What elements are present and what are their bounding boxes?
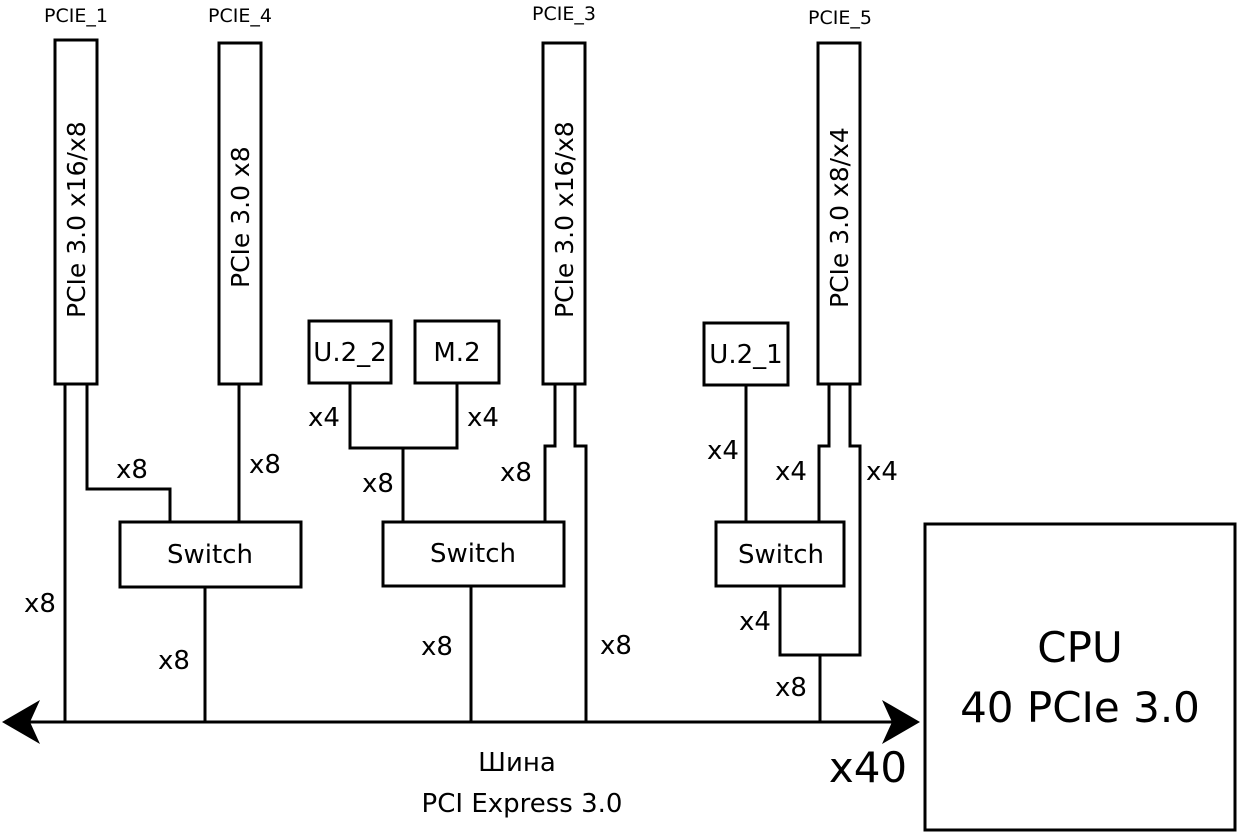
- link-pcie3-switch2: [543, 384, 557, 522]
- switch-3-label: Switch: [738, 540, 824, 570]
- slot-pcie-4-title: PCIE_4: [208, 5, 272, 27]
- slot-pcie-1: [53, 38, 99, 386]
- cpu-lanes: 40 PCIe 3.0: [960, 683, 1200, 732]
- link-u22-m2: [348, 383, 459, 450]
- link-pcie1-switch1: [85, 384, 172, 522]
- switch-1: [118, 520, 303, 589]
- lane-label-switch2-bus: x8: [421, 632, 453, 662]
- lane-label-pcie4-switch: x8: [249, 450, 281, 480]
- cpu-title: CPU: [1037, 623, 1122, 672]
- link-pcie5-junction: [778, 384, 862, 657]
- lane-label-pcie1-bus: x8: [24, 589, 56, 619]
- slot-pcie-3-title: PCIE_3: [532, 3, 596, 25]
- link-pcie5-switch3: [817, 384, 831, 522]
- slot-pcie-5: [816, 41, 862, 386]
- slot-pcie-5-title: PCIE_5: [808, 7, 872, 29]
- device-u2-1-label: U.2_1: [709, 340, 782, 370]
- slot-pcie-1-title: PCIE_1: [44, 5, 108, 27]
- lane-label-switch3-junction: x4: [739, 607, 771, 637]
- lane-label-junction-bus: x8: [775, 673, 807, 703]
- lane-label-pcie5-switch3: x4: [775, 457, 807, 487]
- slot-pcie-5-spec: PCIe 3.0 x8/x4: [825, 127, 854, 308]
- slot-pcie-3-spec: PCIe 3.0 x16/x8: [550, 121, 579, 318]
- lane-label-pcie1-switch: x8: [116, 455, 148, 485]
- lane-label-pcie5-junction: x4: [866, 457, 898, 487]
- device-m2: [413, 319, 501, 385]
- switch-1-label: Switch: [167, 540, 253, 570]
- slot-pcie-4-spec: PCIe 3.0 x8: [226, 146, 255, 288]
- slot-pcie-1-spec: PCIe 3.0 x16/x8: [62, 121, 91, 318]
- bus-arrow-left: [2, 700, 40, 744]
- lane-label-pcie3-bus: x8: [600, 631, 632, 661]
- lane-label-devices-switch2: x8: [362, 469, 394, 499]
- bus-arrow-right: [882, 700, 920, 744]
- bus-caption-line2: PCI Express 3.0: [422, 789, 623, 819]
- link-pcie3-bus: [573, 384, 588, 722]
- device-u2-2-label: U.2_2: [313, 338, 386, 368]
- lane-label-m2: x4: [467, 403, 499, 433]
- lane-label-u22: x4: [308, 403, 340, 433]
- switch-3: [714, 520, 846, 588]
- device-m2-label: M.2: [433, 338, 480, 368]
- bus-width-label: x40: [829, 743, 907, 792]
- lane-labels: x8 x8 x8 x8 x4 x4 x8 x8 x8 x8 x4 x4 x4 x…: [24, 403, 898, 703]
- connection-lines: [63, 383, 862, 722]
- cpu-box: [923, 522, 1237, 832]
- bus-caption-line1: Шина: [478, 748, 556, 778]
- lane-label-switch1-bus: x8: [158, 646, 190, 676]
- switch-2: [381, 520, 566, 588]
- lane-label-u21: x4: [707, 436, 739, 466]
- switch-2-label: Switch: [430, 539, 516, 569]
- lane-label-pcie3-switch2: x8: [500, 458, 532, 488]
- slot-pcie-3: [541, 41, 587, 386]
